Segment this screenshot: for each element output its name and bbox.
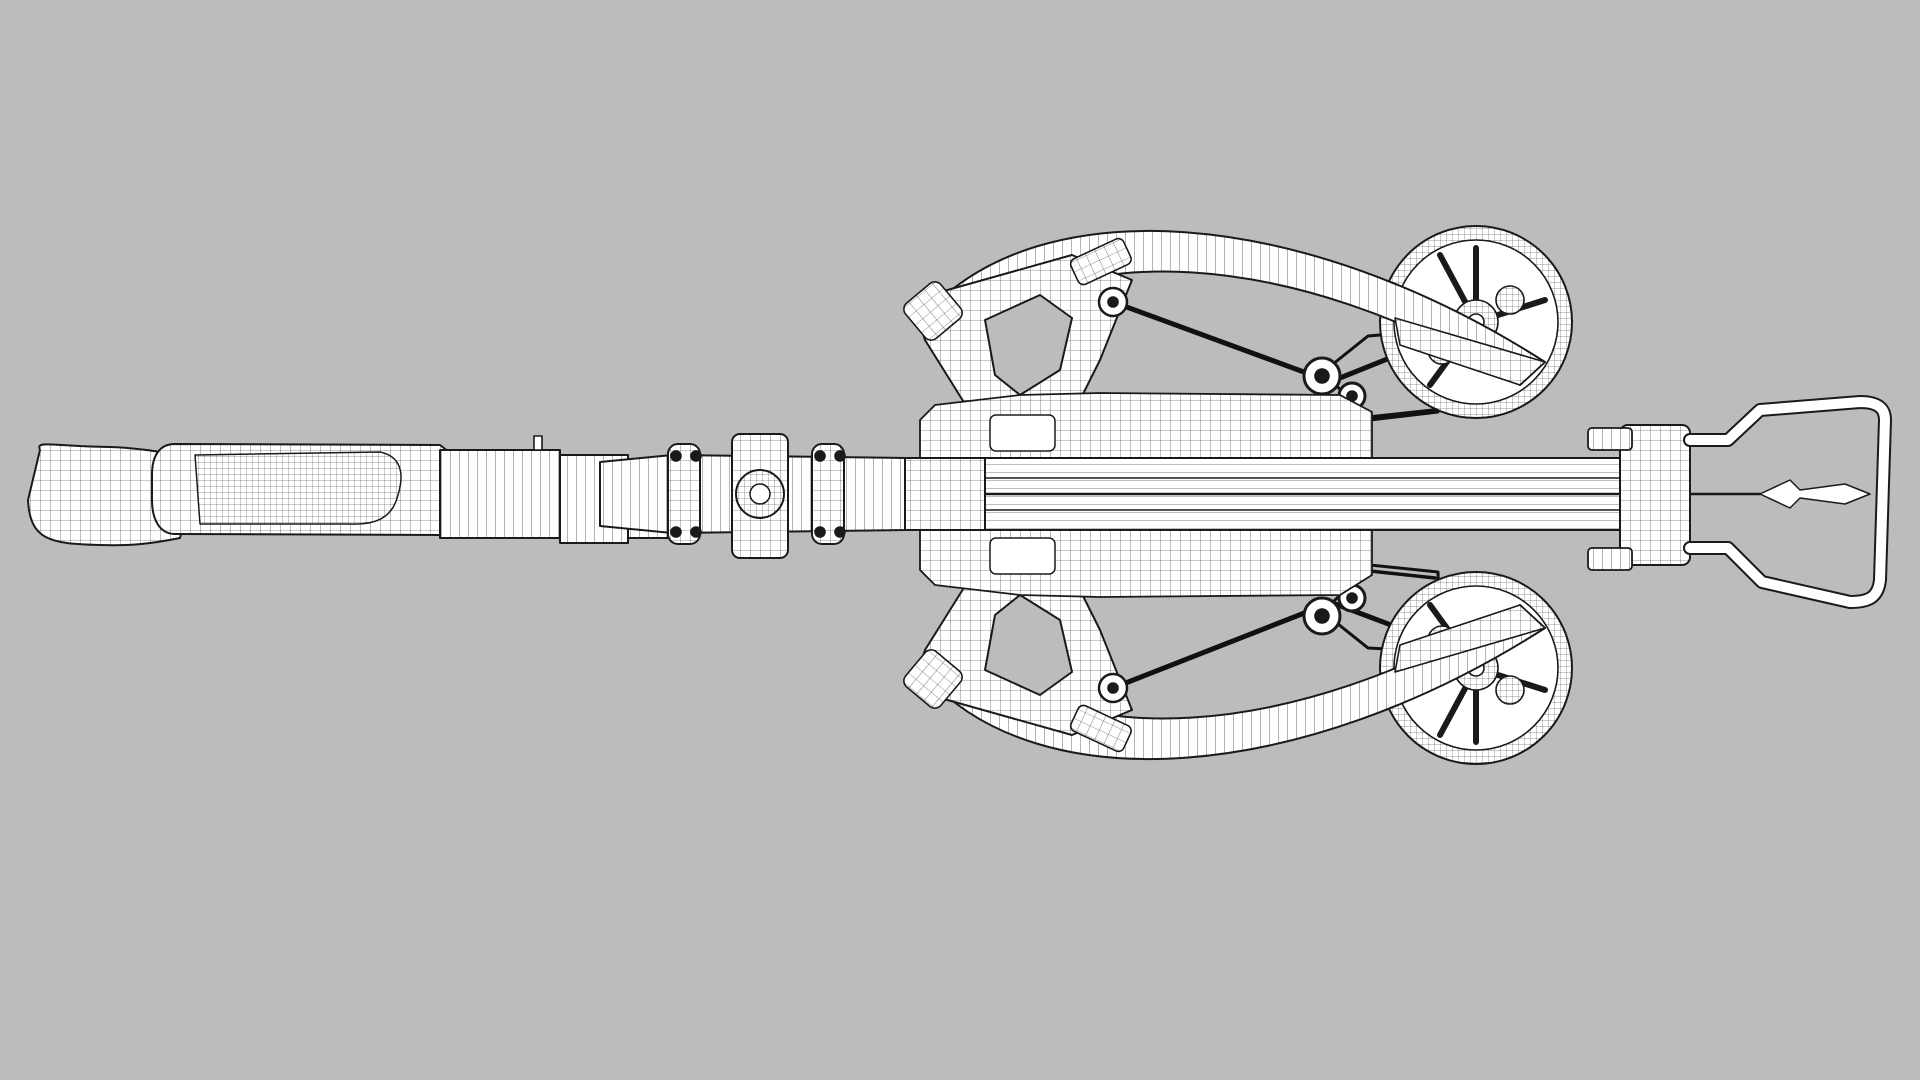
- barrel-housing: [919, 392, 1373, 598]
- crossbow-model: [27, 225, 1892, 765]
- foot-stirrup: [1587, 395, 1892, 609]
- rifle-scope: [599, 433, 906, 559]
- crossbow-stock: [27, 435, 561, 547]
